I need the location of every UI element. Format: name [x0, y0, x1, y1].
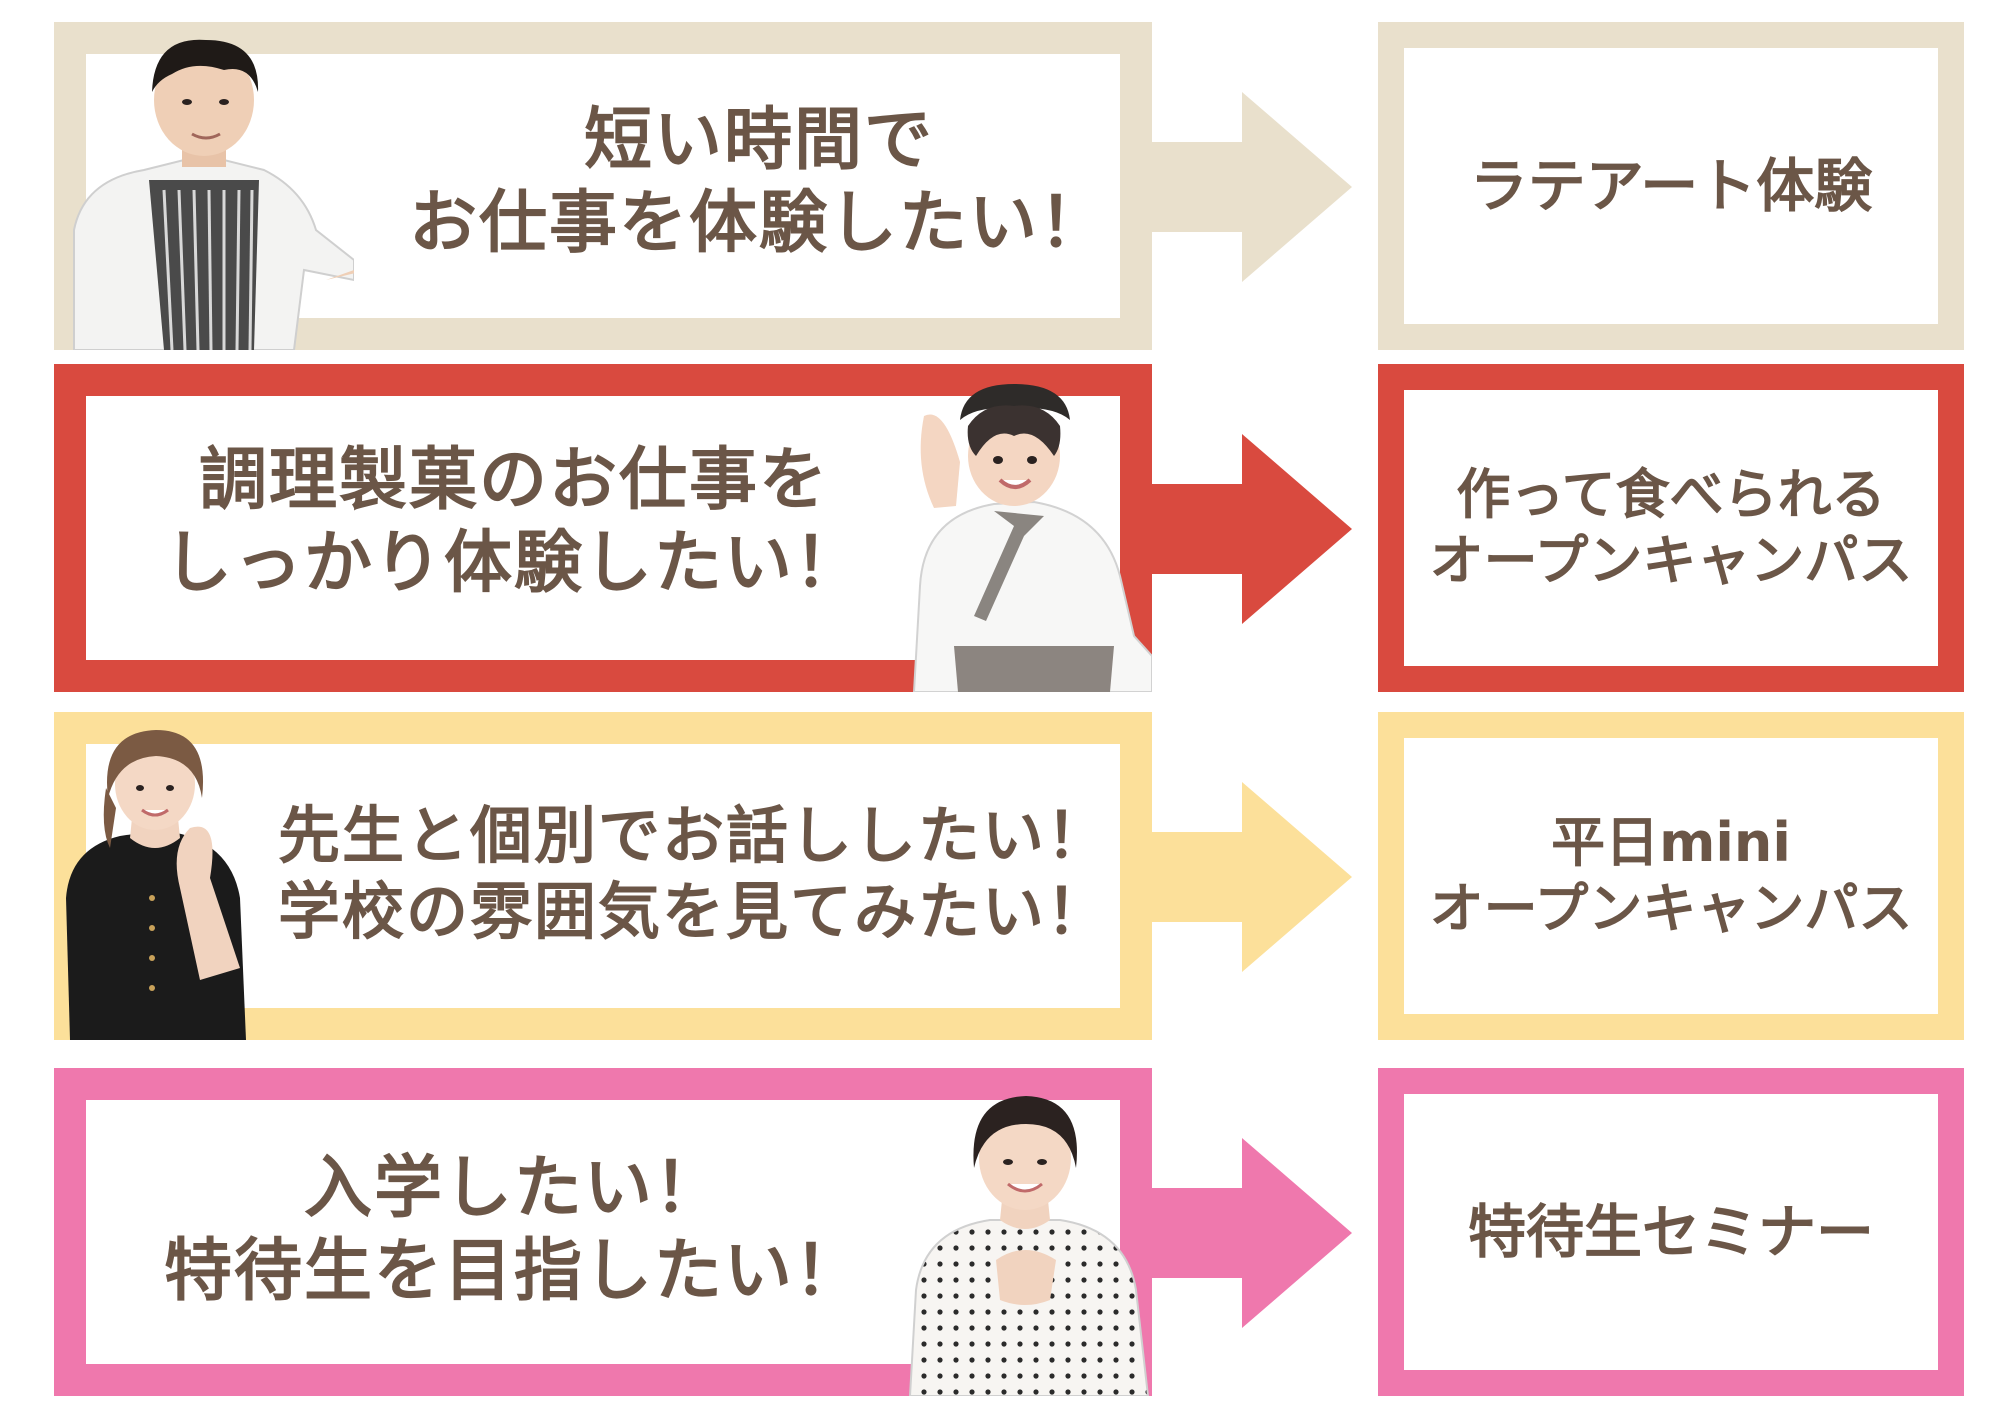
need-box-4: 入学したい！ 特待生を目指したい！: [54, 1068, 1152, 1396]
event-text-1: ラテアート体験: [1470, 151, 1873, 222]
need-line: しっかり体験したい！: [163, 523, 864, 603]
event-text-3: 平日mini オープンキャンパス: [1430, 810, 1913, 942]
need-line: 入学したい！: [303, 1149, 724, 1228]
arrow-icon: [1152, 1138, 1352, 1328]
arrow-icon: [1152, 434, 1352, 624]
need-line: 短い時間で: [583, 101, 934, 180]
need-box-3: 先生と個別でお話ししたい！ 学校の雰囲気を見てみたい！: [54, 712, 1152, 1040]
chef-boy-photo: [73, 39, 354, 350]
event-box-4[interactable]: 特待生セミナー: [1378, 1068, 1964, 1396]
student-girl-black-photo: [66, 730, 246, 1040]
student-girl-dots-photo: [908, 1096, 1150, 1396]
event-box-3[interactable]: 平日mini オープンキャンパス: [1378, 712, 1964, 1040]
event-box-2[interactable]: 作って食べられる オープンキャンパス: [1378, 364, 1964, 692]
need-line: 学校の雰囲気を見てみたい！: [277, 874, 1110, 948]
need-box-2: 調理製菓のお仕事を しっかり体験したい！: [54, 364, 1152, 692]
arrow-icon: [1152, 92, 1352, 282]
event-line: オープンキャンパス: [1429, 877, 1913, 940]
event-line: 平日mini: [1551, 811, 1791, 875]
arrow-icon: [1152, 782, 1352, 972]
need-line: 特待生を目指したい！: [163, 1231, 864, 1311]
need-text-2: 調理製菓のお仕事を しっかり体験したい！: [124, 440, 904, 606]
event-box-inner: 作って食べられる オープンキャンパス: [1404, 390, 1938, 666]
event-line: 作って食べられる: [1456, 463, 1886, 527]
need-box-inner: [86, 744, 1120, 1008]
event-text-2: 作って食べられる オープンキャンパス: [1430, 462, 1913, 594]
need-text-1: 短い時間で お仕事を体験したい！: [364, 100, 1154, 266]
need-line: 先生と個別でお話ししたい！: [277, 799, 1110, 872]
need-line: お仕事を体験したい！: [408, 183, 1109, 263]
need-box-1: 短い時間で お仕事を体験したい！: [54, 22, 1152, 350]
chef-girl-photo: [912, 384, 1152, 692]
event-box-inner: 平日mini オープンキャンパス: [1404, 738, 1938, 1014]
event-line: ラテアート体験: [1469, 151, 1873, 220]
need-text-4: 入学したい！ 特待生を目指したい！: [134, 1148, 894, 1314]
event-box-1[interactable]: ラテアート体験: [1378, 22, 1964, 350]
need-text-3: 先生と個別でお話ししたい！ 学校の雰囲気を見てみたい！: [244, 798, 1144, 949]
event-line: オープンキャンパス: [1429, 529, 1913, 592]
event-box-inner: 特待生セミナー: [1404, 1094, 1938, 1370]
event-line: 特待生セミナー: [1467, 1197, 1874, 1266]
event-box-inner: ラテアート体験: [1404, 48, 1938, 324]
event-text-4: 特待生セミナー: [1468, 1197, 1874, 1268]
need-line: 調理製菓のお仕事を: [198, 441, 829, 520]
